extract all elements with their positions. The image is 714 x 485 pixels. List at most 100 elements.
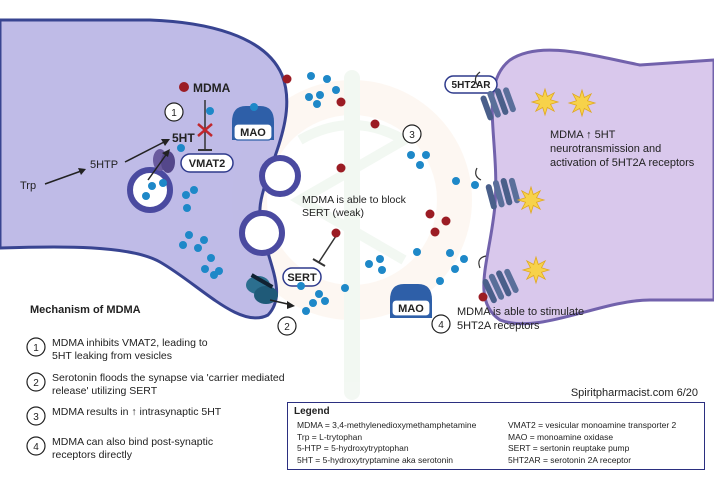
legend-title: Legend [294,406,330,417]
legend-box: Legend MDMA = 3,4-methylenedioxymethamph… [287,402,705,470]
vesicles [127,155,301,256]
serotonin-molecule [297,282,305,290]
mdma-label: MDMA [193,81,231,95]
mechanism-title: Mechanism of MDMA [30,304,141,316]
mao-enzyme-presynaptic: MAO [232,106,274,141]
legend-right-column: VMAT2 = vesicular monoamine transporter … [508,420,676,466]
mao-label-presynaptic: MAO [240,127,266,139]
serotonin-molecule [305,93,313,101]
5ht2a-receptor [478,255,519,304]
serotonin-molecule [422,151,430,159]
mdma-molecule [336,97,346,107]
step-3-marker: 3 [402,124,422,144]
serotonin-molecule [210,271,218,279]
step-2-marker: 2 [277,316,297,336]
stimulate-text-line1: MDMA is able to stimulate [457,306,584,318]
serotonin-molecule [185,231,193,239]
serotonin-molecule [201,265,209,273]
serotonin-molecule [471,181,479,189]
stimulate-text-line2: 5HT2A receptors [457,320,540,332]
legend-entry: MAO = monoamine oxidase [508,431,614,442]
vesicle [259,155,301,197]
serotonin-molecule [376,255,384,263]
5ht2ar-label: 5HT2AR [444,75,498,94]
molecules [142,72,488,315]
5ht2a-receptor [474,71,516,121]
post-text-line2: neurotransmission and [550,143,661,155]
sert-label: SERT [282,267,322,287]
serotonin-molecule [315,290,323,298]
serotonin-molecule [194,244,202,252]
activation-starburst-icon [516,185,546,215]
mdma-molecule [430,227,440,237]
serotonin-molecule [460,255,468,263]
mechanism-line1: MDMA results in ↑ intrasynaptic 5HT [52,406,222,418]
serotonin-molecule [182,191,190,199]
sert-transporter [246,273,278,304]
legend-entry: MDMA = 3,4-methylenedioxymethamphetamine [297,420,477,430]
legend-left-column: MDMA = 3,4-methylenedioxymethamphetamine… [297,420,476,466]
step-4-marker: 4 [431,314,451,334]
serotonin-molecule [250,103,258,111]
mechanism-number-circle [26,337,46,357]
post-text-line3: activation of 5HT2A receptors [550,157,695,169]
serotonin-molecule [309,299,317,307]
serotonin-molecule [207,254,215,262]
serotonin-molecule [307,72,315,80]
mechanism-number-circle [26,372,46,392]
serotonin-molecule [148,182,156,190]
svg-text:2: 2 [284,322,290,333]
inhibition-x-icon [197,123,213,137]
serotonin-molecule [446,249,454,257]
mechanism-number: 2 [33,378,39,389]
serotonin-molecule [321,297,329,305]
legend-entry: 5HT = 5-hydroxytryptamine aka serotonin [297,454,453,465]
mechanism-line2: receptors directly [52,449,133,461]
legend-entry: 5HT2AR = serotonin 2A receptor [508,454,632,465]
mdma-molecule [336,163,346,173]
vmat2-label: VMAT2 [180,153,234,173]
5htp-label: 5HTP [90,159,118,171]
serotonin-molecule [159,179,167,187]
mdma-molecule [331,228,341,238]
svg-text:5HT2AR: 5HT2AR [452,80,492,91]
activation-starburst-icon [530,87,560,117]
mdma-molecule [441,216,451,226]
serotonin-molecule [451,265,459,273]
serotonin-molecule [177,144,185,152]
serotonin-molecule [190,186,198,194]
svg-text:SERT: SERT [287,272,317,284]
mdma-molecule [282,74,292,84]
5ht2a-receptor [475,167,521,210]
legend-entry: 5-HTP = 5-hydroxytryptophan [297,443,409,453]
mechanism-line1: MDMA inhibits VMAT2, leading to [52,337,208,349]
mechanism-line2: release' utilizing SERT [52,385,158,397]
mechanism-number-circle [26,436,46,456]
mdma-molecule [478,292,488,302]
serotonin-molecule [200,236,208,244]
mechanism-line2: 5HT leaking from vesicles [52,350,172,362]
svg-text:4: 4 [438,320,444,331]
serotonin-molecule [323,75,331,83]
serotonin-molecule [206,107,214,115]
serotonin-molecule [416,161,424,169]
mao-label-cleft: MAO [398,303,424,315]
legend-entry: VMAT2 = vesicular monoamine transporter … [508,420,677,430]
svg-text:1: 1 [171,108,177,119]
mechanism-number: 1 [33,343,39,354]
sert-block-text-line1: MDMA is able to block [302,194,407,206]
serotonin-molecule [407,151,415,159]
activation-starburst-icon [567,88,597,118]
serotonin-molecule [316,91,324,99]
serotonin-molecule [179,241,187,249]
serotonin-molecule [413,248,421,256]
serotonin-molecule [436,277,444,285]
serotonin-molecule [452,177,460,185]
vesicle [127,167,173,213]
credit-text: Spiritpharmacist.com 6/20 [571,387,698,399]
